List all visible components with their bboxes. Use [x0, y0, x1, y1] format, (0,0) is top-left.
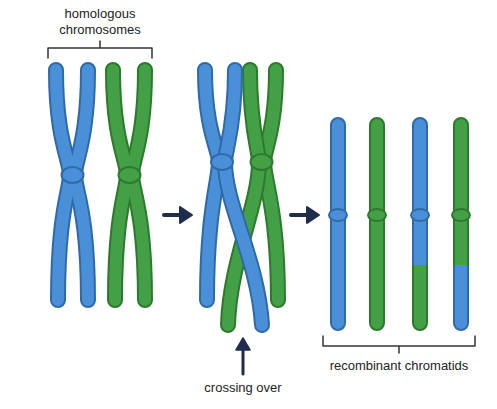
- callout-label: crossing over: [163, 380, 323, 396]
- bracket: [323, 336, 475, 353]
- blue-chromosome: [56, 70, 88, 300]
- stage-arrow: [291, 207, 319, 223]
- bracket: [48, 41, 152, 58]
- pointer-arrow: [236, 338, 250, 374]
- green-chromosome: [113, 70, 145, 300]
- group-label: recombinant chromatids: [309, 358, 489, 374]
- recombinant-chromatids: [329, 118, 470, 330]
- crossing-chromosomes: [205, 70, 278, 325]
- stage-arrow: [164, 207, 192, 223]
- group-label: homologous chromosomes: [44, 6, 156, 38]
